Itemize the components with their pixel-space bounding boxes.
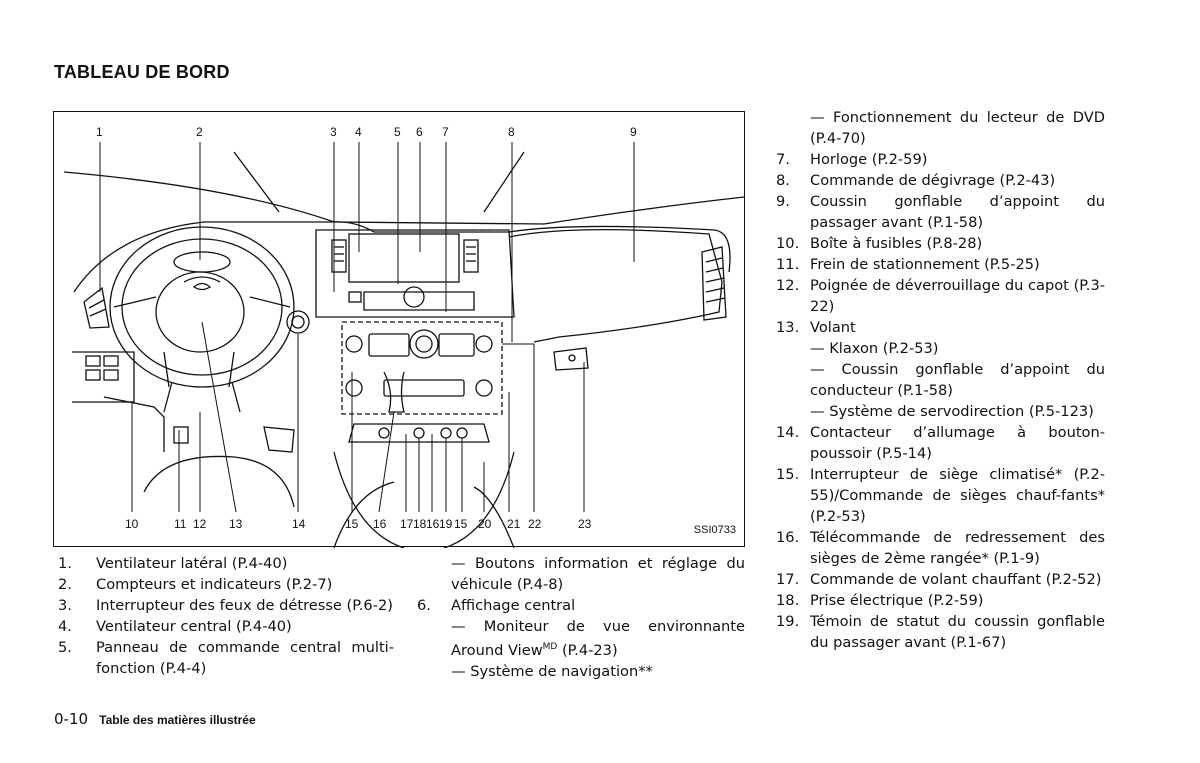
callout-5: 5 <box>394 125 401 139</box>
list-item: 11.Frein de stationnement (P.5-25) <box>776 256 1040 273</box>
list-item: 9.Coussin gonflable d’appoint du passage… <box>776 193 1105 231</box>
list-item: 17.Commande de volant chauffant (P.2-52) <box>776 571 1102 588</box>
callout-18: 18 <box>413 517 427 531</box>
legend-column-3: — Fonctionnement du lecteur de DVD (P.4-… <box>776 107 1105 653</box>
list-item: 1.Ventilateur latéral (P.4-40) <box>58 555 288 572</box>
callout-7: 7 <box>442 125 449 139</box>
figure-code: SSI0733 <box>693 524 736 536</box>
list-item: 18.Prise électrique (P.2-59) <box>776 592 984 609</box>
callout-11: 11 <box>174 517 187 531</box>
callout-21: 21 <box>507 517 521 531</box>
callout-16b: 16 <box>426 517 440 531</box>
callout-12: 12 <box>193 517 207 531</box>
list-item: 13.Volant <box>776 319 856 336</box>
callout-16: 16 <box>373 517 387 531</box>
callout-15: 15 <box>345 517 359 531</box>
sub-item: — Fonctionnement du lecteur de DVD (P.4-… <box>810 109 1105 147</box>
legend-column-2: — Boutons information et réglage du véhi… <box>417 553 745 682</box>
list-item: 3.Interrupteur des feux de détresse (P.6… <box>58 597 393 614</box>
sub-item: — Système de servodirection (P.5-123) <box>810 403 1094 420</box>
section-title: Table des matières illustrée <box>99 713 256 727</box>
legend-column-1: 1.Ventilateur latéral (P.4-40) 2.Compteu… <box>58 553 394 679</box>
callout-9: 9 <box>630 125 637 139</box>
list-item: 12.Poignée de déverrouillage du capot (P… <box>776 277 1105 315</box>
sub-item: — Boutons information et réglage du véhi… <box>451 555 745 593</box>
callout-3: 3 <box>330 125 337 139</box>
list-item: 16.Télécommande de redressement des sièg… <box>776 529 1105 567</box>
sub-item: — Klaxon (P.2-53) <box>810 340 939 357</box>
list-item: 2.Compteurs et indicateurs (P.2-7) <box>58 576 333 593</box>
list-item: 6.Affichage central <box>417 597 576 614</box>
callout-6: 6 <box>416 125 423 139</box>
callout-8: 8 <box>508 125 515 139</box>
callout-15b: 15 <box>454 517 468 531</box>
callout-1: 1 <box>96 125 103 139</box>
page-number: 0-10 <box>54 710 89 728</box>
page-title: TABLEAU DE BORD <box>54 62 230 82</box>
callout-4: 4 <box>355 125 362 139</box>
callout-10: 10 <box>125 517 139 531</box>
sub-item: — Moniteur de vue environnante Around Vi… <box>451 618 745 659</box>
list-item: 15.Interrupteur de siège climatisé* (P.2… <box>776 466 1105 525</box>
callout-17: 17 <box>400 517 414 531</box>
dashboard-figure: 1 2 3 4 5 6 7 8 9 10 11 12 13 14 15 16 1… <box>53 111 745 548</box>
list-item: 5.Panneau de commande central multi-fonc… <box>58 639 394 677</box>
sub-item: — Coussin gonflable d’appoint du conduct… <box>810 361 1105 399</box>
page-footer: 0-10 Table des matières illustrée <box>54 709 256 728</box>
dashboard-illustration: 1 2 3 4 5 6 7 8 9 10 11 12 13 14 15 16 1… <box>63 125 745 548</box>
callout-19: 19 <box>439 517 453 531</box>
list-item: 8.Commande de dégivrage (P.2-43) <box>776 172 1056 189</box>
callout-23: 23 <box>578 517 592 531</box>
list-item: 10.Boîte à fusibles (P.8-28) <box>776 235 983 252</box>
callout-2: 2 <box>196 125 203 139</box>
callout-22: 22 <box>528 517 542 531</box>
callout-13: 13 <box>229 517 243 531</box>
list-item: 14.Contacteur d’allumage à bouton-pousso… <box>776 424 1105 462</box>
callout-20: 20 <box>478 517 492 531</box>
list-item: 4.Ventilateur central (P.4-40) <box>58 618 292 635</box>
callout-14: 14 <box>292 517 306 531</box>
sub-item: — Système de navigation** <box>451 662 653 680</box>
list-item: 19.Témoin de statut du coussin gonflable… <box>776 613 1105 651</box>
list-item: 7.Horloge (P.2-59) <box>776 151 928 168</box>
